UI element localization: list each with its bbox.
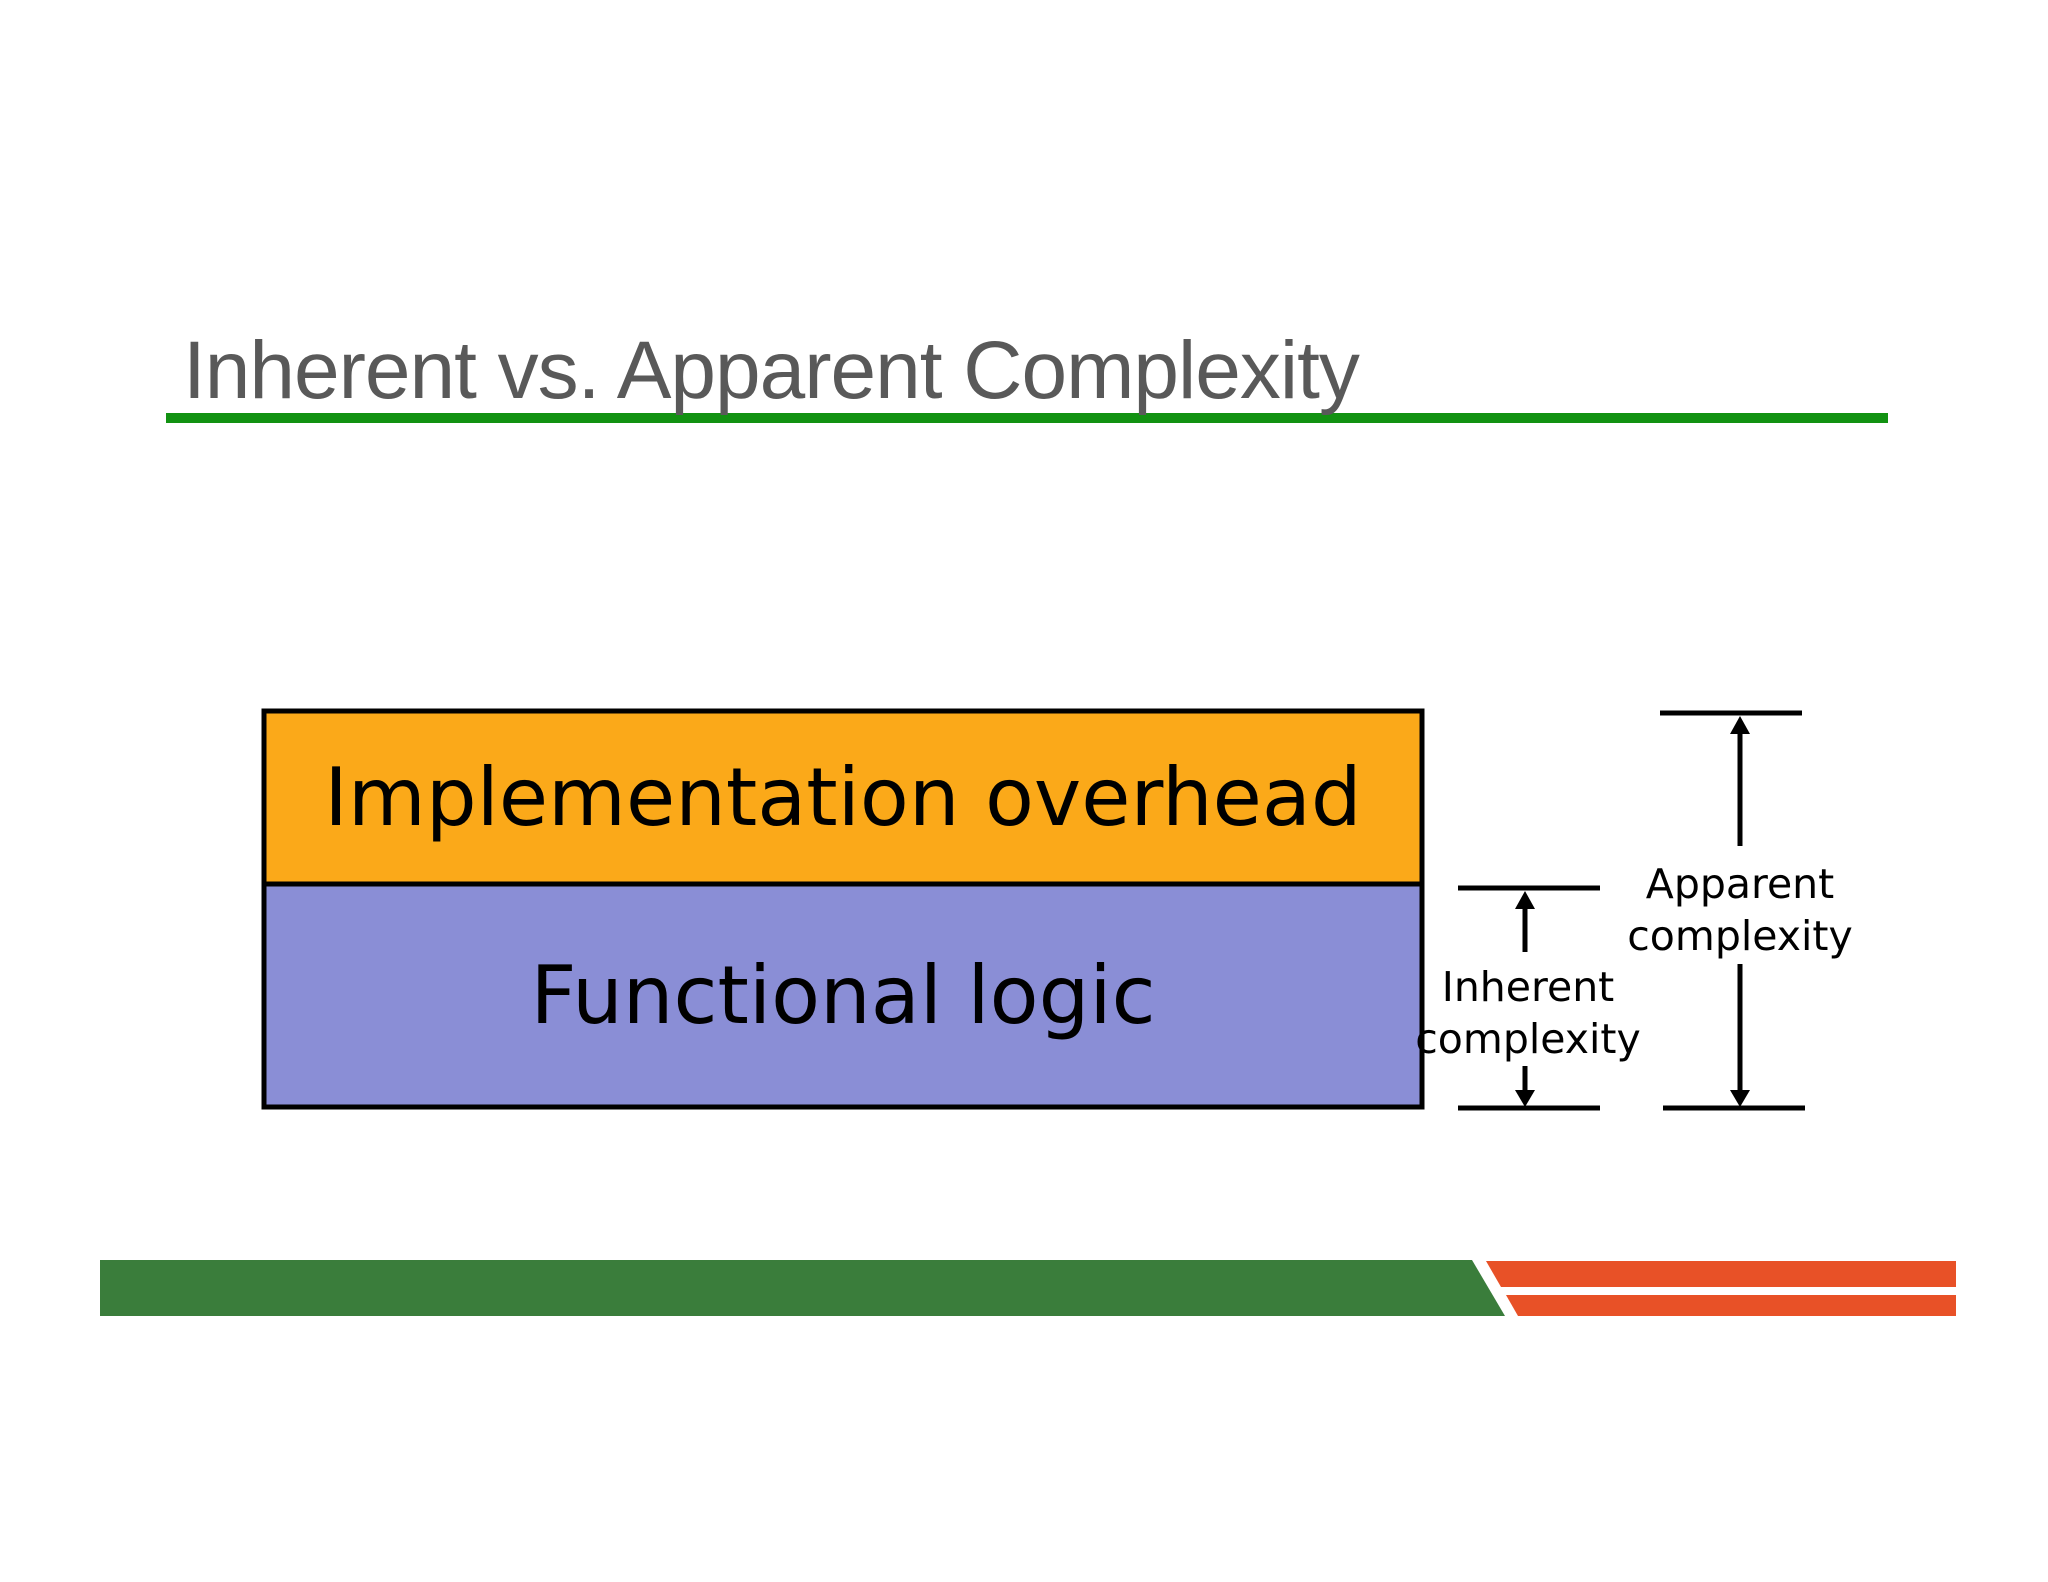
apparent-complexity-label: Apparent complexity [1615, 858, 1865, 962]
apparent-down-arrowhead [1730, 1090, 1750, 1107]
inherent-complexity-line1: Inherent [1441, 963, 1615, 1011]
title-underline [166, 413, 1888, 423]
inherent-complexity-line2: complexity [1415, 1015, 1641, 1063]
slide-title: Inherent vs. Apparent Complexity [183, 325, 1360, 416]
implementation-overhead-label: Implementation overhead [264, 711, 1422, 884]
apparent-up-arrowhead [1730, 716, 1750, 734]
functional-logic-text: Functional logic [530, 948, 1156, 1042]
functional-logic-label: Functional logic [264, 884, 1422, 1107]
inherent-complexity-label: Inherent complexity [1403, 961, 1653, 1065]
footer-stripe-top [1486, 1261, 1956, 1287]
footer-green-bar [100, 1260, 1505, 1316]
functional-logic-box [261, 881, 1425, 1110]
implementation-overhead-text: Implementation overhead [324, 750, 1362, 844]
inherent-bracket [1458, 885, 1600, 1111]
inherent-down-arrowhead [1515, 1090, 1535, 1107]
apparent-complexity-line2: complexity [1627, 912, 1853, 960]
apparent-bracket [1660, 710, 1805, 1111]
inherent-up-arrowhead [1515, 891, 1535, 909]
footer-decoration [100, 1260, 1956, 1316]
footer-stripe-bottom [1506, 1295, 1956, 1316]
apparent-complexity-line1: Apparent [1645, 860, 1835, 908]
